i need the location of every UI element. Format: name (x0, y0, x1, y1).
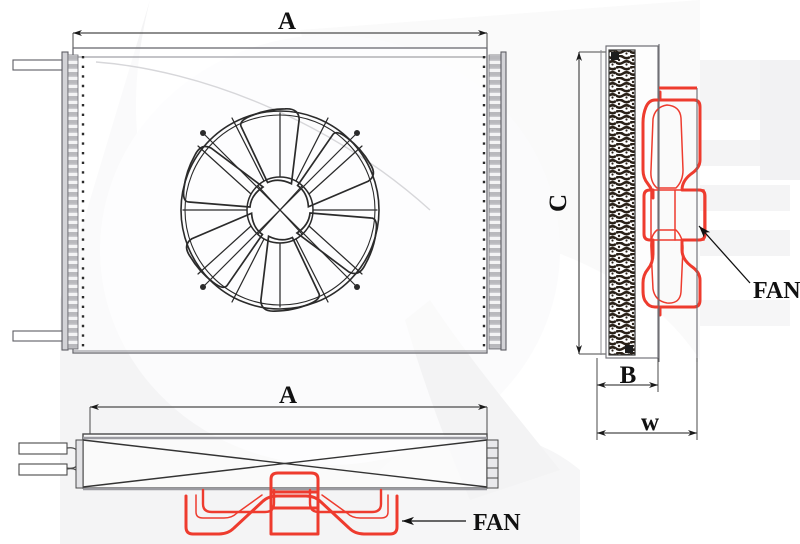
dimension-c-label: C (545, 194, 572, 212)
shroud-hub-box (269, 490, 320, 536)
fan-leader-bottom: FAN (402, 510, 521, 536)
fan-spokes (182, 112, 378, 308)
inlet-pipe-top (12, 59, 63, 71)
dimension-a-bottom: A (89, 382, 488, 434)
dimension-a-bottom-label: A (279, 382, 297, 409)
fin-pack-corner-br (625, 345, 633, 353)
fan-support-wires (202, 132, 358, 288)
fan-blade-lower (650, 229, 684, 304)
right-header-plate (500, 51, 507, 351)
shroud-outer-left (184, 494, 299, 536)
dimension-b-label: B (620, 362, 637, 389)
outlet-pipe-bottom (12, 330, 63, 342)
dimension-a-top-label: A (278, 8, 296, 35)
fan-leader-right: FAN (698, 225, 800, 304)
fan-grille-outer-ring (180, 110, 380, 310)
fin-pack-corner-tl (611, 52, 619, 60)
plan-left-header (75, 439, 84, 489)
shroud-outer-right (295, 494, 399, 536)
left-header-assembly (12, 51, 85, 352)
front-view: A (12, 8, 507, 354)
fan-leader-line-right (698, 225, 751, 284)
plan-connector-lower (18, 463, 68, 476)
fan-label-bottom: FAN (473, 510, 521, 536)
plan-left-connectors (18, 439, 84, 489)
fan-label-right: FAN (753, 278, 800, 304)
right-tube-stack (488, 54, 502, 350)
shroud-inner-left (195, 494, 263, 519)
side-view: C (545, 44, 800, 440)
fan-wire-endpoints (200, 130, 360, 290)
fin-pack (608, 49, 636, 356)
shroud-inner-right (321, 494, 389, 519)
dimension-w-label: w (641, 409, 659, 436)
plan-cross-b (82, 439, 488, 488)
right-header-assembly (482, 51, 507, 352)
fan-hub-box (650, 189, 705, 241)
plan-right-header (486, 439, 499, 489)
left-tube-stack (67, 54, 79, 350)
fan-blade-upper (650, 104, 684, 189)
dimension-c: C (545, 51, 606, 355)
bottom-view: A (18, 382, 521, 536)
shroud-hub-top (269, 471, 320, 494)
fan-shroud-plan (184, 471, 399, 536)
plan-connector-upper (18, 442, 68, 455)
dimension-w: w (596, 358, 698, 440)
left-header-plate (61, 51, 69, 351)
fan-shroud-left (641, 98, 662, 309)
plan-right-header-plate (486, 439, 499, 489)
fan-grille (180, 108, 380, 312)
dimension-b: B (596, 358, 659, 392)
coil-sheen-arc (95, 61, 431, 211)
fan-grille-petals (182, 108, 378, 312)
